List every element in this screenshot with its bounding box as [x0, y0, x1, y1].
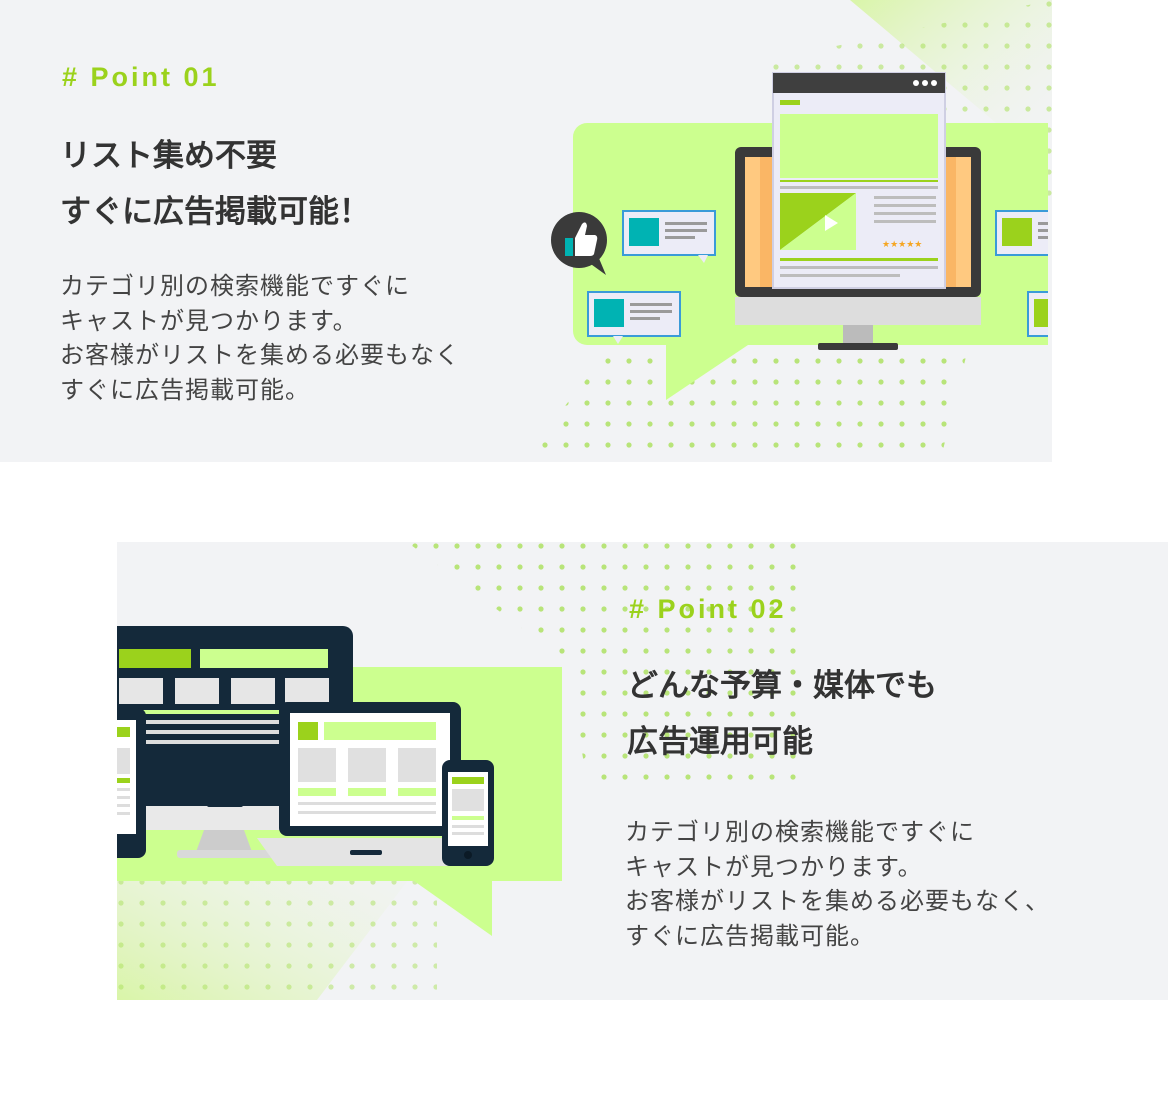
- point-01-heading-line-1: リスト集め不要: [60, 138, 277, 174]
- point-02-body-line-1: カテゴリ別の検索機能ですぐに: [625, 818, 975, 846]
- point-02-body-line-4: すぐに広告掲載可能。: [625, 921, 875, 950]
- multi-device-responsive-icon: [117, 626, 562, 936]
- point-02-section: # Point 02 どんな予算・媒体でも 広告運用可能 カテゴリ別の検索機能で…: [117, 542, 1168, 1000]
- point-01-body-line-2: キャストが見つかります。: [60, 306, 358, 335]
- svg-text:★★★★★: ★★★★★: [882, 240, 922, 250]
- point-02-body-line-2: キャストが見つかります。: [625, 852, 923, 881]
- point-01-body-line-4: すぐに広告掲載可能。: [60, 375, 310, 404]
- point-01-body-line-1: カテゴリ別の検索機能ですぐに: [60, 272, 410, 300]
- point-02-heading-line-2: 広告運用可能: [627, 724, 813, 760]
- point-02-body-line-3: お客様がリストを集める必要もなく、: [625, 887, 1050, 915]
- point-01-section: # Point 01 リスト集め不要 すぐに広告掲載可能！ カテゴリ別の検索機能…: [0, 0, 1052, 462]
- point-02-heading-line-1: どんな予算・媒体でも: [627, 668, 937, 704]
- point-01-body: カテゴリ別の検索機能ですぐに キャストが見つかります。 お客様がリストを集める必…: [60, 269, 460, 407]
- point-01-heading: リスト集め不要 すぐに広告掲載可能！: [60, 128, 370, 240]
- point-01-label: # Point 01: [62, 62, 220, 92]
- point-01-body-line-3: お客様がリストを集める必要もなく: [60, 341, 460, 369]
- point-02-body: カテゴリ別の検索機能ですぐに キャストが見つかります。 お客様がリストを集める必…: [625, 815, 1050, 953]
- point-02-heading: どんな予算・媒体でも 広告運用可能: [627, 658, 937, 770]
- point-01-heading-line-2: すぐに広告掲載可能！: [60, 194, 370, 230]
- point-02-label: # Point 02: [629, 594, 787, 624]
- monitor-with-review-bubbles-icon: ★★★★★: [551, 72, 1048, 400]
